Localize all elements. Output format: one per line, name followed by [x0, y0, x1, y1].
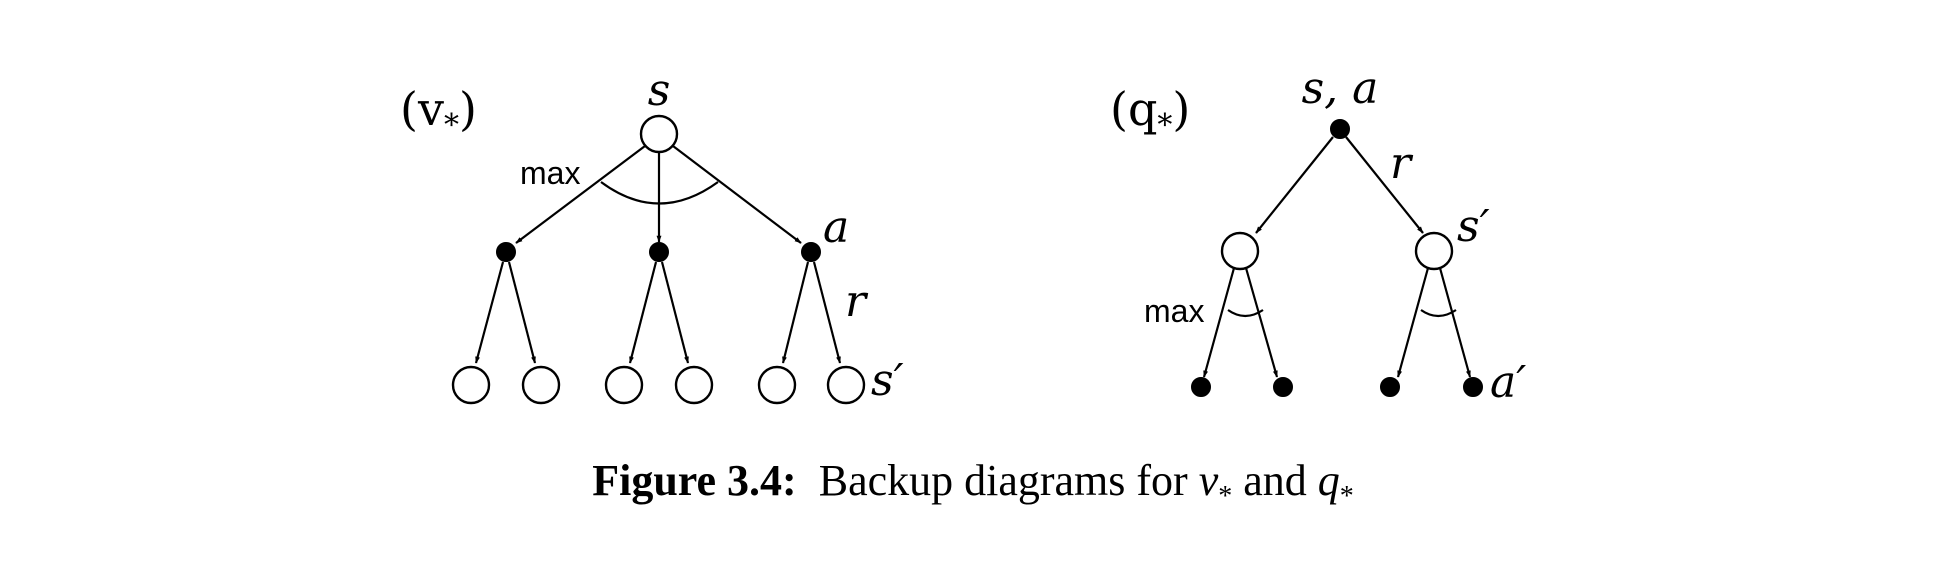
v-next-state-node-2 [521, 365, 561, 405]
v-next-state-node-3 [604, 365, 644, 405]
q-next-action-node-4 [1463, 377, 1483, 397]
q-state-node-2 [1414, 231, 1454, 271]
v-max-arc [600, 181, 719, 205]
q-reward-label: r [1390, 138, 1414, 189]
q-max-label: max [1144, 293, 1204, 329]
v-edge-action3-state5 [781, 261, 810, 364]
figure-caption-label: Figure 3.4: [592, 456, 797, 505]
v-edge-action1-state2 [507, 261, 537, 364]
q-max-arc-2 [1420, 309, 1457, 318]
v-action-label: a [823, 202, 849, 253]
caption-and: and [1232, 456, 1318, 505]
v-action-node-1 [496, 242, 516, 262]
v-next-state-node-5 [757, 365, 797, 405]
v-max-label: max [520, 155, 580, 191]
caption-v-symbol: v [1198, 456, 1219, 505]
caption-v-subscript: * [1218, 480, 1233, 512]
v-star-diagram: (v*) s max a r s′ [400, 65, 904, 406]
v-edge-root-action-3 [672, 145, 802, 244]
q-state-node-1 [1220, 231, 1260, 271]
q-root-label: s, a [1302, 63, 1379, 114]
q-root-action-node [1330, 119, 1350, 139]
q-edge-state1-action1 [1202, 267, 1236, 378]
q-next-state-label: s′ [1457, 201, 1490, 252]
v-edge-action3-state6 [812, 261, 842, 364]
v-root-state-node [639, 114, 679, 154]
q-edge-state2-action3 [1396, 267, 1430, 378]
q-star-diagram: (q*) s, a r max s′ a′ [1110, 63, 1526, 408]
v-action-node-3 [801, 242, 821, 262]
v-edge-action2-state3 [628, 261, 658, 364]
q-max-arc-1 [1227, 309, 1264, 318]
q-star-tag-sub: * [1157, 108, 1172, 143]
q-next-action-node-1 [1191, 377, 1211, 397]
q-star-tag: (q*) [1110, 82, 1190, 143]
v-root-state-label: s [648, 65, 671, 116]
caption-q-subscript: * [1339, 480, 1354, 512]
v-edge-action1-state1 [474, 261, 505, 364]
figure-caption-text: Backup diagrams for [818, 456, 1199, 505]
v-star-tag-sub: * [444, 108, 459, 143]
q-edge-root-state-2 [1345, 136, 1424, 234]
q-edge-state2-action4 [1438, 267, 1472, 378]
v-next-state-node-6 [826, 365, 866, 405]
v-action-node-2 [649, 242, 669, 262]
figure-caption: Figure 3.4: Backup diagrams for v* and q… [0, 455, 1946, 513]
v-reward-label: r [845, 276, 869, 327]
v-next-state-label: s′ [871, 355, 904, 406]
v-edge-action2-state4 [660, 261, 690, 364]
q-edge-state1-action2 [1244, 267, 1279, 378]
caption-q-symbol: q [1317, 456, 1340, 505]
v-edge-root-action-1 [515, 145, 646, 244]
v-star-tag: (v*) [400, 82, 477, 143]
v-next-state-node-1 [451, 365, 491, 405]
q-next-action-label: a′ [1490, 357, 1526, 408]
q-edge-root-state-1 [1255, 136, 1334, 234]
q-next-action-node-2 [1273, 377, 1293, 397]
q-next-action-node-3 [1380, 377, 1400, 397]
v-next-state-node-4 [674, 365, 714, 405]
